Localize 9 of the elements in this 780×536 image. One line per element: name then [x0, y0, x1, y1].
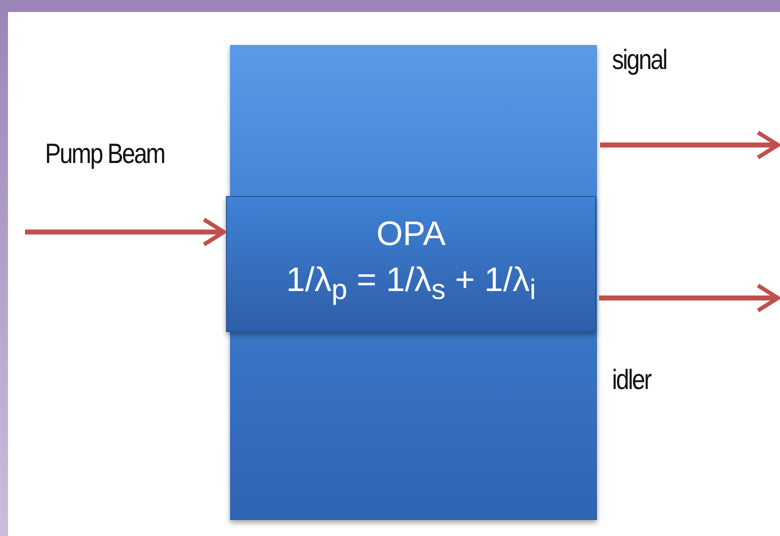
beam-arrow — [600, 130, 780, 160]
energy-equation: 1/λ$_{p}$ = 1/λ$_{s}$ + 1/λ$_{i}$ — [286, 261, 536, 307]
beam-label: idler — [612, 364, 651, 396]
equation-band — [226, 196, 596, 332]
device-name: OPA — [376, 215, 446, 254]
beam-arrow — [599, 284, 780, 312]
beam-label: Pump Beam — [45, 138, 164, 170]
beam-arrow — [25, 218, 226, 246]
beam-label: signal — [612, 44, 667, 76]
